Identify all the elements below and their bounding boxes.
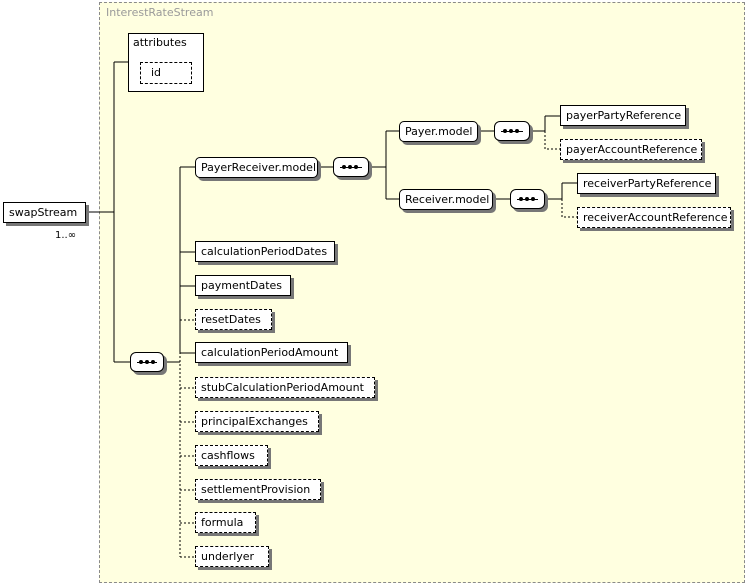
element-principal-exchanges[interactable]: principalExchanges bbox=[195, 411, 319, 432]
attributes-title: attributes bbox=[133, 36, 187, 49]
element-stub-calculation-period-amount[interactable]: stubCalculationPeriodAmount bbox=[195, 377, 375, 398]
payer-account-reference-node[interactable]: payerAccountReference bbox=[560, 139, 702, 160]
main-sequence-compositor[interactable] bbox=[130, 352, 164, 372]
payer-receiver-model-node[interactable]: PayerReceiver.model bbox=[195, 157, 318, 178]
element-cashflows[interactable]: cashflows bbox=[195, 445, 268, 466]
attribute-id[interactable]: id bbox=[140, 62, 192, 84]
root-cardinality: 1..∞ bbox=[55, 230, 77, 241]
payer-party-reference-node[interactable]: payerPartyReference bbox=[560, 105, 686, 126]
element-reset-dates[interactable]: resetDates bbox=[195, 309, 272, 330]
element-underlyer[interactable]: underlyer bbox=[195, 546, 269, 567]
element-calculation-period-dates[interactable]: calculationPeriodDates bbox=[195, 241, 335, 262]
receiver-party-reference-node[interactable]: receiverPartyReference bbox=[577, 173, 716, 194]
element-calculation-period-amount[interactable]: calculationPeriodAmount bbox=[195, 342, 348, 363]
attributes-box: attributes id bbox=[128, 33, 204, 92]
receiver-model-node[interactable]: Receiver.model bbox=[399, 189, 493, 210]
element-payment-dates[interactable]: paymentDates bbox=[195, 275, 291, 296]
swapstream-node[interactable]: swapStream bbox=[3, 202, 86, 223]
element-formula[interactable]: formula bbox=[195, 512, 256, 533]
payer-sequence-compositor[interactable] bbox=[494, 121, 530, 141]
receiver-account-reference-node[interactable]: receiverAccountReference bbox=[577, 207, 731, 228]
element-settlement-provision[interactable]: settlementProvision bbox=[195, 479, 321, 500]
payer-receiver-sequence-compositor[interactable] bbox=[333, 157, 369, 177]
receiver-sequence-compositor[interactable] bbox=[510, 189, 545, 209]
payer-model-node[interactable]: Payer.model bbox=[399, 121, 478, 142]
type-title: InterestRateStream bbox=[106, 6, 214, 19]
